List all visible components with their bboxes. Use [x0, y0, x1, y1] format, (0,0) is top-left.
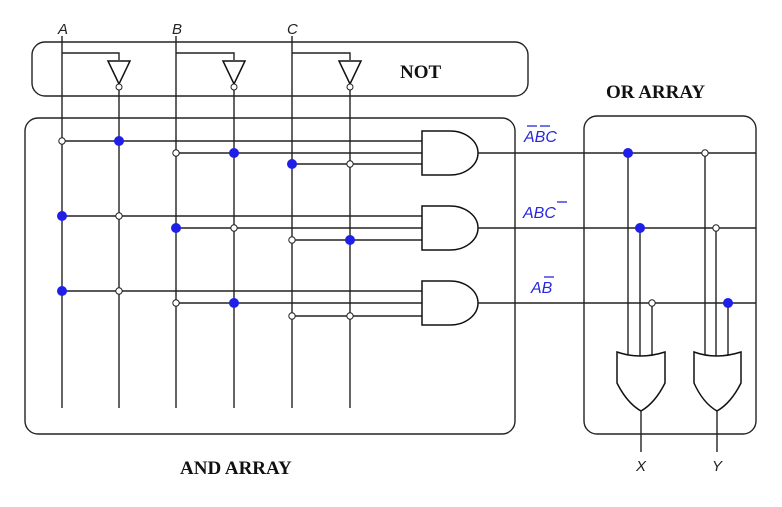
not-label: NOT [400, 62, 442, 83]
connected-crosspoint [171, 223, 181, 233]
and-gate-3 [421, 280, 479, 326]
connected-crosspoint [723, 298, 733, 308]
inverter-b [221, 60, 247, 91]
open-crosspoint [648, 299, 656, 307]
and-array-box [24, 117, 516, 435]
output-label-x: X [635, 458, 647, 475]
open-crosspoint [346, 312, 354, 320]
term-label-2: ABC [522, 205, 556, 222]
or-gate-y [693, 350, 742, 412]
inverter-c [337, 60, 363, 91]
open-crosspoint [115, 212, 123, 220]
open-crosspoint [712, 224, 720, 232]
open-crosspoint [115, 287, 123, 295]
connected-crosspoint [345, 235, 355, 245]
open-crosspoint [288, 312, 296, 320]
term-label-1: ABC [523, 129, 557, 146]
connected-crosspoint [57, 286, 67, 296]
open-crosspoint [172, 149, 180, 157]
term-label-3: AB [530, 280, 553, 297]
inverter-a [106, 60, 132, 91]
connected-crosspoint [635, 223, 645, 233]
connected-crosspoints [57, 136, 733, 308]
connected-crosspoint [229, 148, 239, 158]
not-box [31, 41, 529, 97]
or-array-box [583, 115, 757, 435]
open-crosspoint [346, 160, 354, 168]
open-crosspoint [230, 224, 238, 232]
open-crosspoint [58, 137, 66, 145]
and-gate-1 [421, 130, 479, 176]
connected-crosspoint [229, 298, 239, 308]
input-label-a: A [57, 21, 68, 38]
open-crosspoint [172, 299, 180, 307]
and-gate-2 [421, 205, 479, 251]
output-label-y: Y [712, 458, 723, 475]
tap-wire-a [62, 52, 120, 60]
open-crosspoints [58, 137, 720, 320]
tap-wire-b [176, 52, 235, 60]
term-overbars [527, 125, 567, 278]
input-label-b: B [172, 21, 182, 38]
connected-crosspoint [287, 159, 297, 169]
open-crosspoint [288, 236, 296, 244]
or-gate-x [616, 350, 666, 412]
open-crosspoint [701, 149, 709, 157]
or-array-label: OR ARRAY [606, 82, 705, 103]
connected-crosspoint [114, 136, 124, 146]
and-array-label: AND ARRAY [180, 458, 292, 479]
connected-crosspoint [623, 148, 633, 158]
connected-crosspoint [57, 211, 67, 221]
tap-wire-c [292, 52, 351, 60]
input-label-c: C [287, 21, 298, 38]
